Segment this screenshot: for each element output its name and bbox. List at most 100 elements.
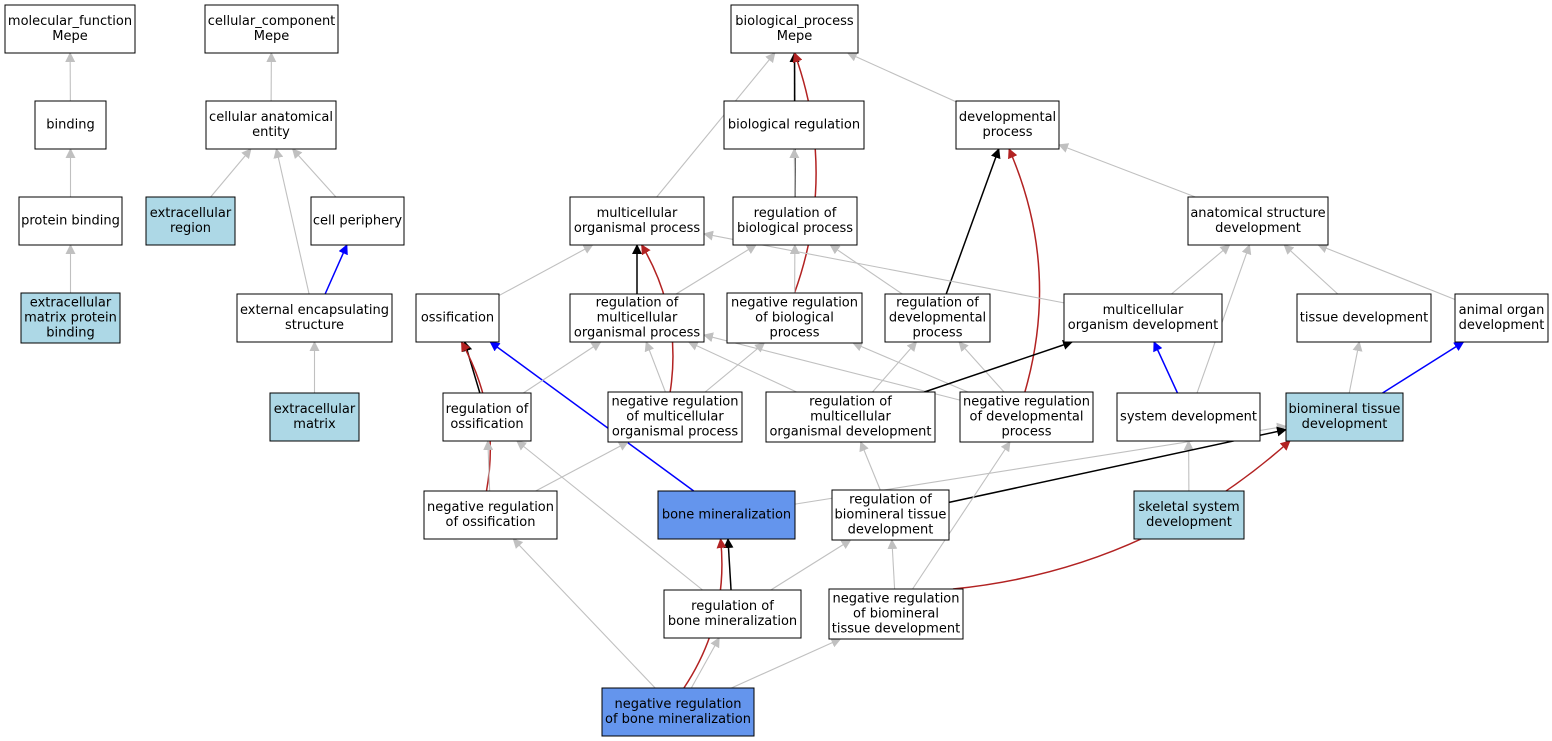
node-box-biomin [1285,392,1404,442]
node-label-regbonemin-line-0: regulation of [691,599,774,614]
node-label-regdev-line-2: process [913,326,963,341]
node-label-negregbio-line-2: process [770,326,820,341]
edge-part_of-regbonemin-to-bonemin [723,538,734,591]
node-box-bonemin [657,490,796,540]
node-label-anatdev-line-0: anatomical structure [1190,206,1325,221]
edge-is_a-regbio-to-bioreg [789,148,800,198]
edge-regulates-biomin-to-animorg [1382,341,1465,394]
node-label-multdev-line-1: organism development [1068,318,1218,333]
node-protbind[interactable]: protein binding [18,196,123,246]
node-label-ecregion-line-1: region [170,221,211,236]
node-label-ecm-line-1: matrix [293,417,336,432]
node-box-mf [4,4,136,54]
node-box-cc [204,4,339,54]
node-label-negregmult-line-1: of multicellular [626,410,724,425]
node-label-negregmult-line-0: negative regulation [611,395,738,410]
node-tissdev[interactable]: tissue development [1296,293,1432,343]
edge-is_a-negregdev-to-regmult [703,332,961,401]
node-label-mf-line-0: molecular_function [8,14,132,29]
node-box-animorg [1454,293,1549,343]
node-box-regmultdev [765,391,936,443]
edge-is_a-regdev-to-regbio [829,244,903,295]
node-box-regbio [732,196,858,246]
node-sysdev[interactable]: system development [1116,392,1261,442]
node-box-multorg [569,196,705,246]
node-label-cellper-line-0: cell periphery [313,214,403,229]
node-label-negregdev-line-0: negative regulation [963,395,1090,410]
edge-is_a-regbonemin-to-regossif [516,440,703,591]
node-label-animorg-line-0: animal organ [1459,303,1545,318]
node-label-regbio-line-1: biological process [737,221,853,236]
node-label-ecregion-line-0: extracellular [150,206,232,221]
node-box-skeldev [1133,490,1245,540]
node-label-extenc-line-0: external encapsulating [240,303,389,318]
node-label-regbio-line-0: regulation of [754,206,837,221]
node-label-regbonemin-line-1: bone mineralization [668,614,797,629]
edge-is_a-negregmult-to-negregbio [704,342,766,393]
edge-is_a-negregdev-to-regdev [958,341,1005,393]
node-label-negregbio-line-0: negative regulation [731,296,858,311]
node-label-negregossif-line-0: negative regulation [427,500,554,515]
node-label-anatdev-line-1: development [1215,221,1301,236]
node-label-regdev-line-0: regulation of [896,296,979,311]
edge-is_a-biomin-to-tissdev [1348,341,1363,394]
node-label-negregbonemin-line-0: negative regulation [614,697,741,712]
node-binding[interactable]: binding [34,100,107,150]
node-label-regmult-line-0: regulation of [596,296,679,311]
node-box-negregbonemin [601,687,755,737]
node-box-tissdev [1296,293,1432,343]
node-label-bonemin-line-0: bone mineralization [662,508,791,523]
node-label-negregbiomin-line-2: tissue development [832,622,960,637]
node-bonemin[interactable]: bone mineralization [657,490,796,540]
edge-is_a-negregbonemin-to-negregossif [512,538,656,689]
node-box-ecm [269,392,360,442]
node-label-skeldev-line-0: skeletal system [1138,500,1239,515]
node-ossif[interactable]: ossification [415,293,500,343]
edge-part_of-regbiomin-to-biomin [948,426,1287,504]
node-box-ecregion [145,196,236,246]
node-label-regbiomin-line-2: development [848,523,934,538]
edge-negatively_regulates-negregdev-to-devproc [1008,148,1041,393]
node-label-ecmpb-line-2: binding [46,326,94,341]
node-cellper[interactable]: cell periphery [310,196,405,246]
node-label-ossif-line-0: ossification [421,311,494,326]
node-bioreg[interactable]: biological regulation [723,100,865,150]
node-label-cc-line-0: cellular_component [208,14,336,29]
node-label-bp-line-0: biological_process [735,14,854,29]
node-label-animorg-line-1: development [1459,318,1545,333]
node-label-ecmpb-line-0: extracellular [30,296,112,311]
node-label-ecmpb-line-1: matrix protein [24,311,117,326]
node-label-negregbonemin-line-1: of bone mineralization [605,712,751,727]
node-label-regbiomin-line-1: biomineral tissue [835,508,947,523]
